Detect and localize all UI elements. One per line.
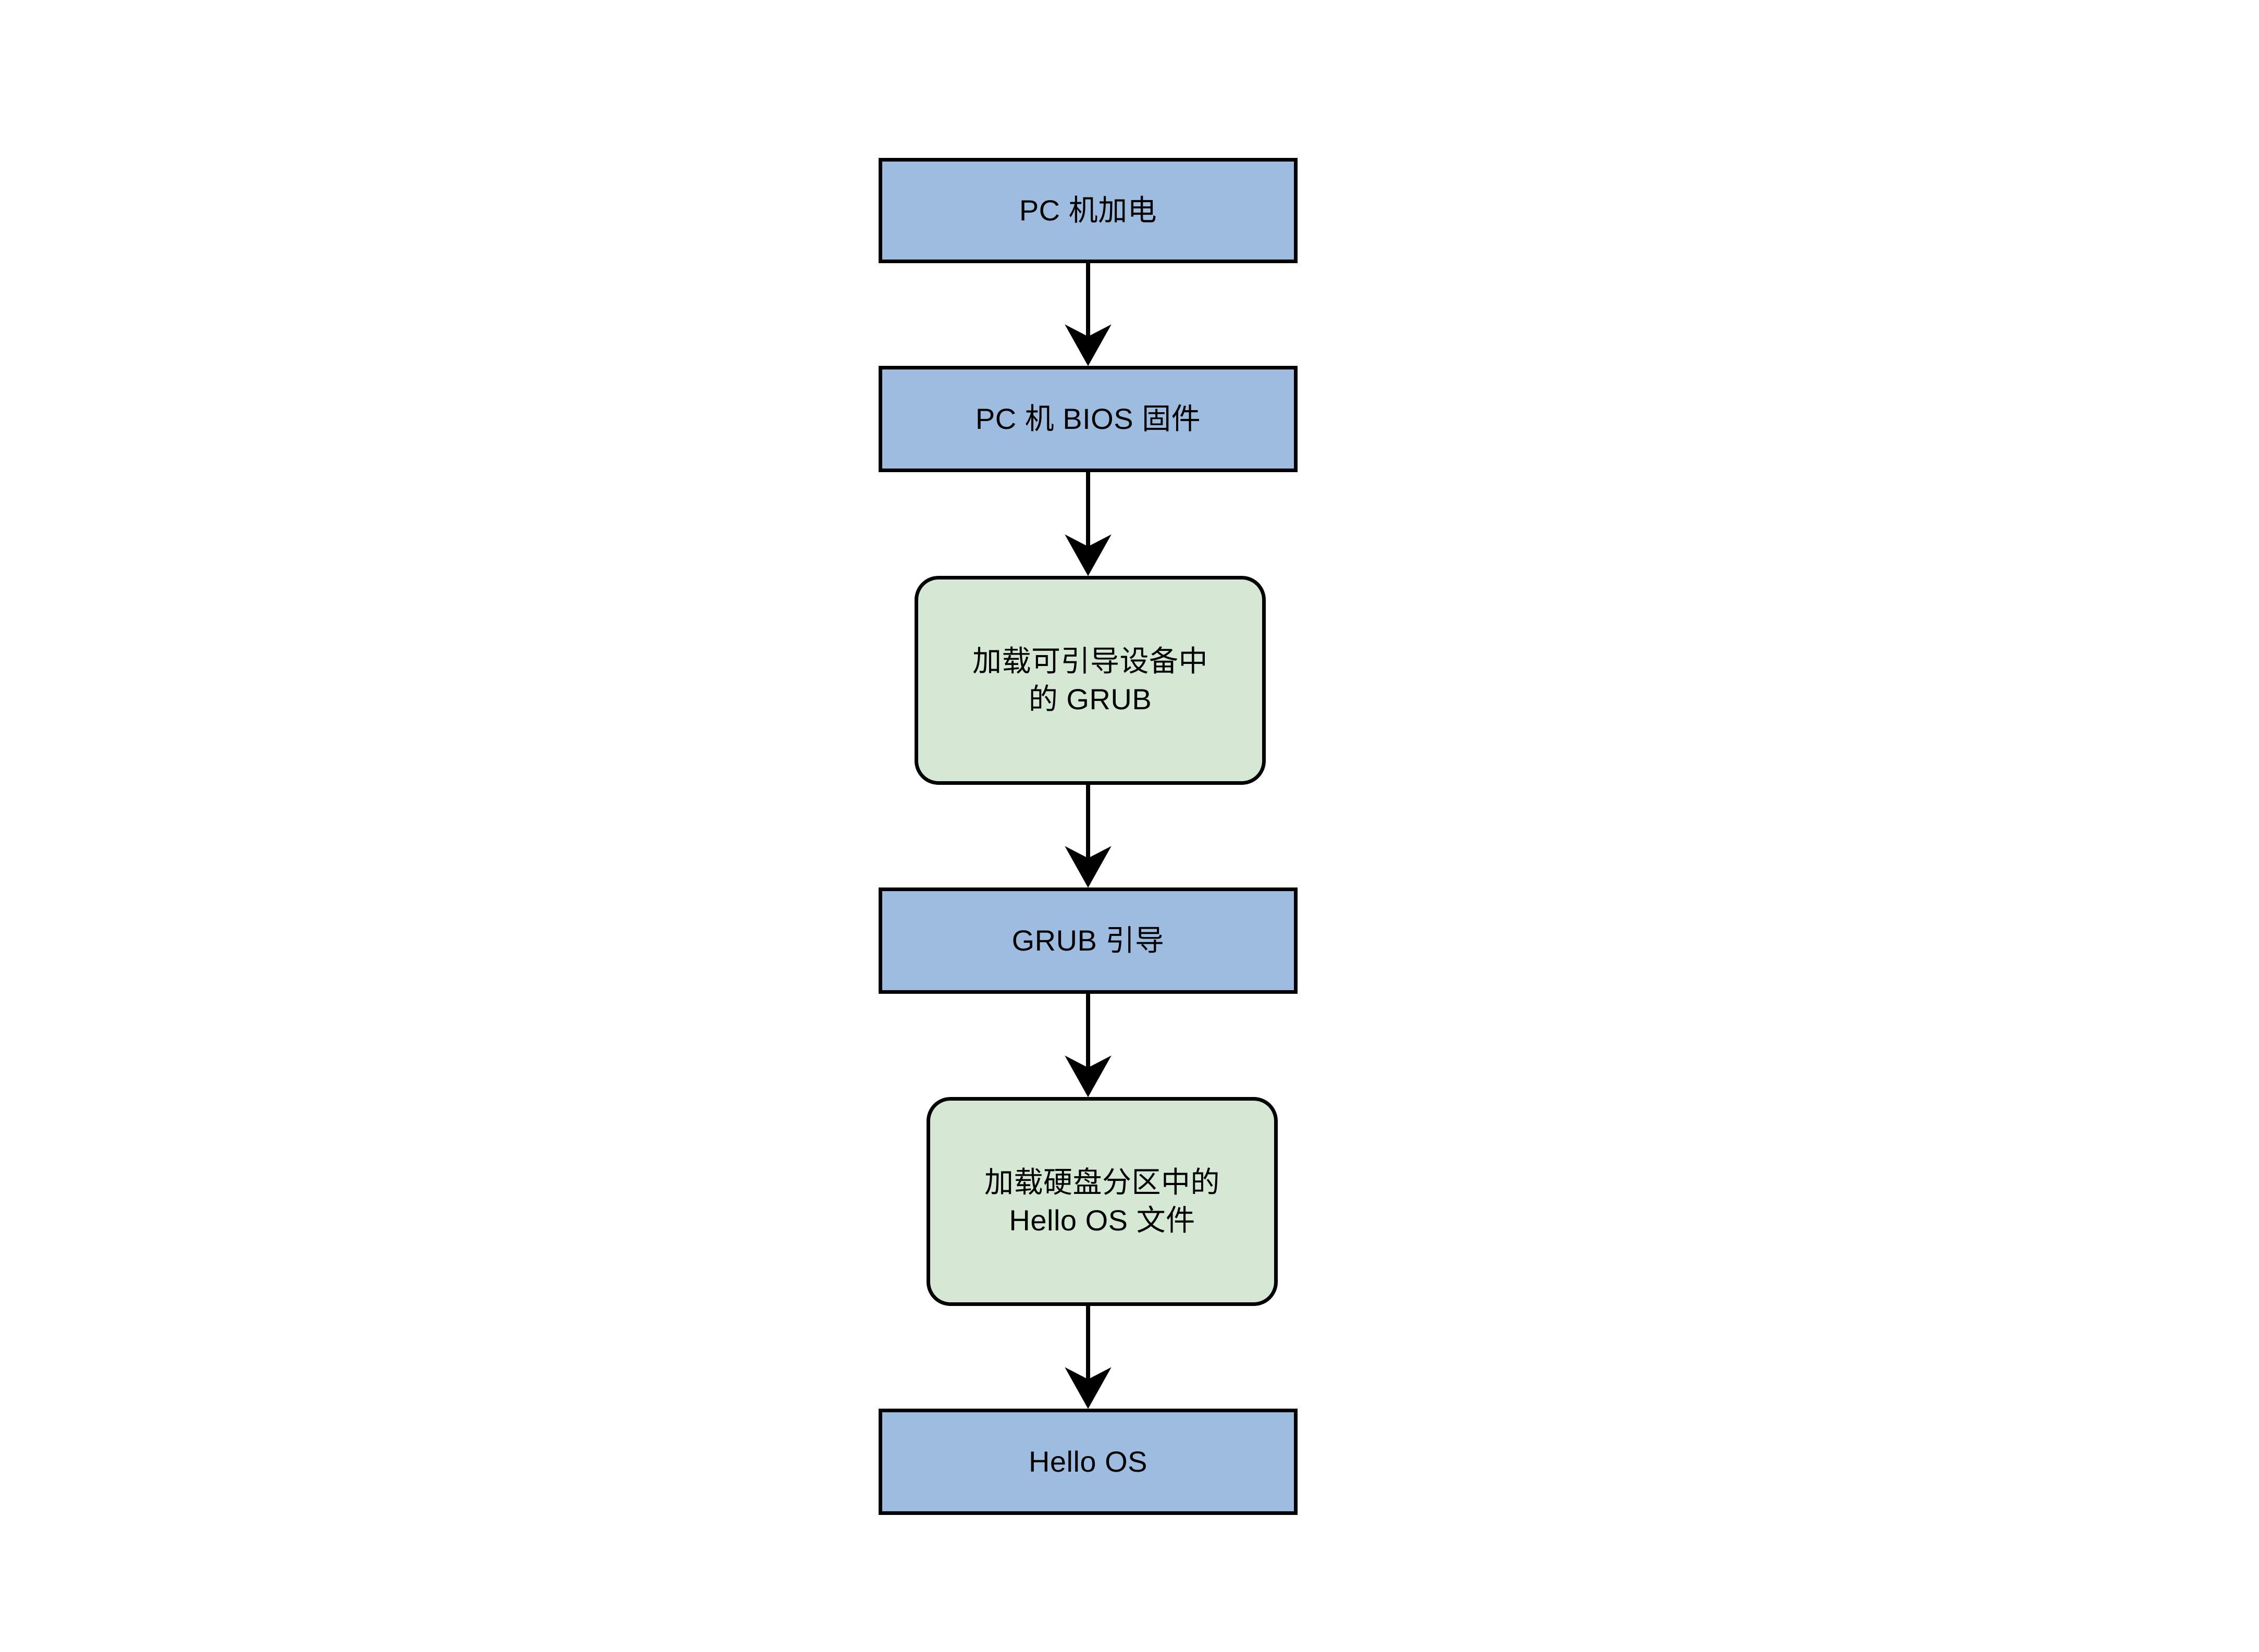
node-load-grub-from-bootable-device[interactable]: 加载可引导设备中 的 GRUB: [915, 576, 1266, 785]
node-pc-bios-firmware[interactable]: PC 机 BIOS 固件: [879, 366, 1298, 472]
node-pc-power-on[interactable]: PC 机加电: [879, 158, 1298, 263]
node-label-load-hello-os-from-disk-partition: 加载硬盘分区中的 Hello OS 文件: [984, 1165, 1220, 1237]
node-grub-boot[interactable]: GRUB 引导: [879, 887, 1298, 994]
node-label-pc-bios-firmware: PC 机 BIOS 固件: [975, 402, 1201, 435]
node-label-hello-os: Hello OS: [1028, 1445, 1148, 1478]
node-label-grub-boot: GRUB 引导: [1011, 923, 1165, 957]
node-label-load-grub-from-bootable-device: 加载可引导设备中 的 GRUB: [972, 644, 1208, 716]
node-load-hello-os-from-disk-partition[interactable]: 加载硬盘分区中的 Hello OS 文件: [927, 1097, 1278, 1306]
node-label-pc-power-on: PC 机加电: [1019, 193, 1157, 227]
node-hello-os[interactable]: Hello OS: [879, 1409, 1298, 1515]
